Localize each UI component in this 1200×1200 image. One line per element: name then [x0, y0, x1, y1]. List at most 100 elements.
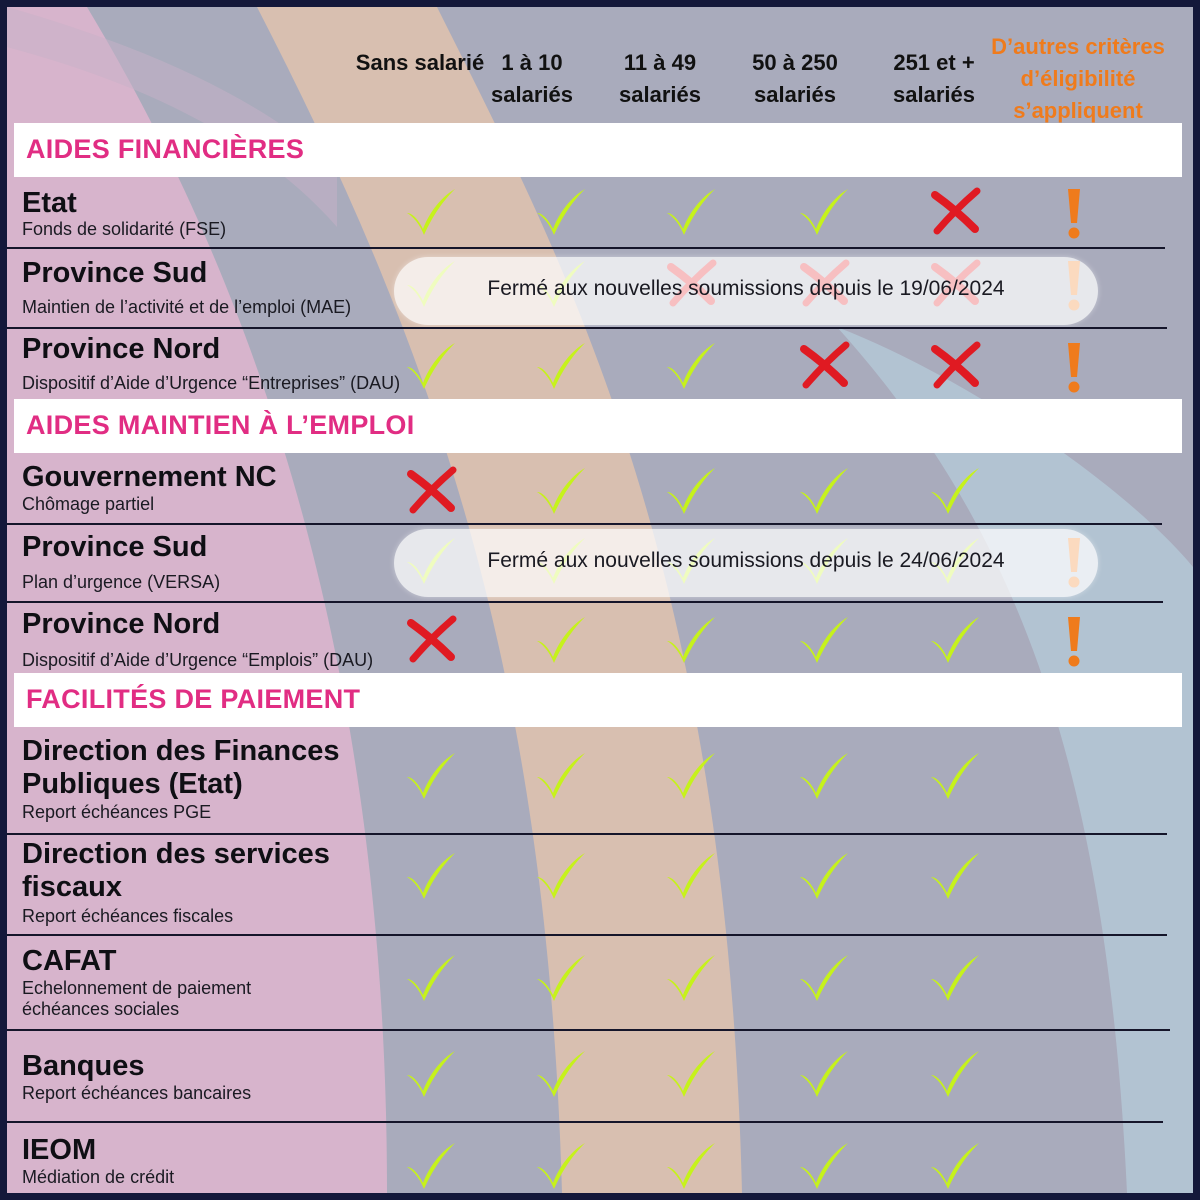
row-title: Province Sud	[22, 531, 208, 563]
closed-notice-text: Fermé aux nouvelles soumissions depuis l…	[487, 277, 1005, 300]
check-icon	[661, 847, 721, 903]
check-icon	[794, 949, 854, 1005]
section-employment-aid: AIDES MAINTIEN À L’EMPLOI	[14, 399, 1182, 453]
infographic-frame: Sans salarié 1 à 10 salariés 11 à 49 sal…	[7, 7, 1193, 1193]
row-title: Province Nord	[22, 333, 221, 365]
check-icon	[531, 611, 591, 667]
row-title-line: Direction des Finances	[22, 735, 340, 767]
check-icon	[661, 337, 721, 393]
cross-icon	[794, 337, 854, 393]
row-divider	[7, 247, 1165, 249]
row-subtitle: Report échéances fiscales	[22, 906, 234, 926]
check-icon	[401, 949, 461, 1005]
check-icon	[661, 1045, 721, 1101]
check-icon	[661, 611, 721, 667]
check-icon	[794, 183, 854, 239]
exclamation-icon	[1044, 613, 1104, 669]
check-icon	[794, 462, 854, 518]
check-icon	[531, 1137, 591, 1193]
column-header-251-plus: 251 et + salariés	[893, 50, 975, 107]
column-header-11-49: 11 à 49 salariés	[619, 50, 701, 107]
check-icon	[531, 462, 591, 518]
check-icon	[925, 462, 985, 518]
row-divider	[7, 601, 1163, 603]
check-icon	[531, 337, 591, 393]
column-header-50-250: 50 à 250 salariés	[752, 50, 838, 107]
check-icon	[531, 1045, 591, 1101]
check-icon	[661, 1137, 721, 1193]
check-icon	[925, 747, 985, 803]
row-subtitle-line: Echelonnement de paiement	[22, 978, 252, 998]
check-icon	[661, 747, 721, 803]
check-icon	[661, 949, 721, 1005]
row-subtitle-line: échéances sociales	[22, 999, 180, 1019]
row-title: Province Nord	[22, 608, 221, 640]
row-title: Gouvernement NC	[22, 461, 277, 493]
row-title: Province Sud	[22, 257, 208, 289]
cross-icon	[925, 337, 985, 393]
check-icon	[401, 1045, 461, 1101]
row-divider	[7, 1121, 1163, 1123]
row-title: CAFAT	[22, 945, 117, 977]
check-icon	[401, 847, 461, 903]
section-title: FACILITÉS DE PAIEMENT	[26, 684, 361, 714]
exclamation-icon	[1044, 185, 1104, 241]
row-subtitle: Fonds de solidarité (FSE)	[22, 219, 227, 239]
row-subtitle: Report échéances bancaires	[22, 1083, 252, 1103]
row-subtitle: Plan d’urgence (VERSA)	[22, 572, 221, 592]
check-icon	[531, 747, 591, 803]
section-payment-facilities: FACILITÉS DE PAIEMENT	[14, 673, 1182, 727]
check-icon	[401, 747, 461, 803]
row-title-line: fiscaux	[22, 871, 122, 903]
row-divider	[7, 327, 1167, 329]
section-title: AIDES MAINTIEN À L’EMPLOI	[26, 410, 415, 440]
closed-notice: Fermé aux nouvelles soumissions depuis l…	[394, 257, 1098, 325]
row-divider	[7, 833, 1167, 835]
column-header-other-criteria: D’autres critères d’éligibilité s’appliq…	[991, 34, 1165, 123]
check-icon	[794, 1045, 854, 1101]
background-decoration	[7, 7, 1193, 1193]
check-icon	[661, 183, 721, 239]
row-subtitle: Report échéances PGE	[22, 802, 212, 822]
check-icon	[925, 1137, 985, 1193]
check-icon	[401, 183, 461, 239]
row-title-line: Publiques (Etat)	[22, 768, 243, 800]
section-title: AIDES FINANCIÈRES	[26, 134, 305, 164]
row-divider	[7, 934, 1167, 936]
row-subtitle: Chômage partiel	[22, 494, 155, 514]
check-icon	[925, 949, 985, 1005]
section-financial-aid: AIDES FINANCIÈRES	[14, 123, 1182, 177]
check-icon	[794, 1137, 854, 1193]
closed-notice-text: Fermé aux nouvelles soumissions depuis l…	[487, 549, 1005, 572]
check-icon	[794, 611, 854, 667]
cross-icon	[401, 611, 461, 667]
row-subtitle: Dispositif d’Aide d’Urgence “Emplois” (D…	[22, 650, 374, 670]
cross-icon	[925, 183, 985, 239]
exclamation-icon	[1044, 339, 1104, 395]
closed-notice: Fermé aux nouvelles soumissions depuis l…	[394, 529, 1098, 597]
row-title: Etat	[22, 187, 77, 219]
row-divider	[7, 523, 1162, 525]
row-title: Banques	[22, 1050, 145, 1082]
cross-icon	[401, 462, 461, 518]
check-icon	[794, 747, 854, 803]
row-subtitle: Médiation de crédit	[22, 1167, 175, 1187]
check-icon	[531, 949, 591, 1005]
row-subtitle: Dispositif d’Aide d’Urgence “Entreprises…	[22, 373, 401, 393]
row-title: IEOM	[22, 1134, 97, 1166]
check-icon	[661, 462, 721, 518]
row-divider	[7, 1029, 1170, 1031]
column-header-1-10: 1 à 10 salariés	[491, 50, 573, 107]
check-icon	[794, 847, 854, 903]
column-header-no-employee: Sans salarié	[355, 50, 485, 75]
check-icon	[925, 847, 985, 903]
check-icon	[925, 1045, 985, 1101]
row-subtitle: Maintien de l’activité et de l’emploi (M…	[22, 297, 352, 317]
row-title-line: Direction des services	[22, 838, 330, 870]
check-icon	[401, 1137, 461, 1193]
check-icon	[531, 847, 591, 903]
check-icon	[925, 611, 985, 667]
